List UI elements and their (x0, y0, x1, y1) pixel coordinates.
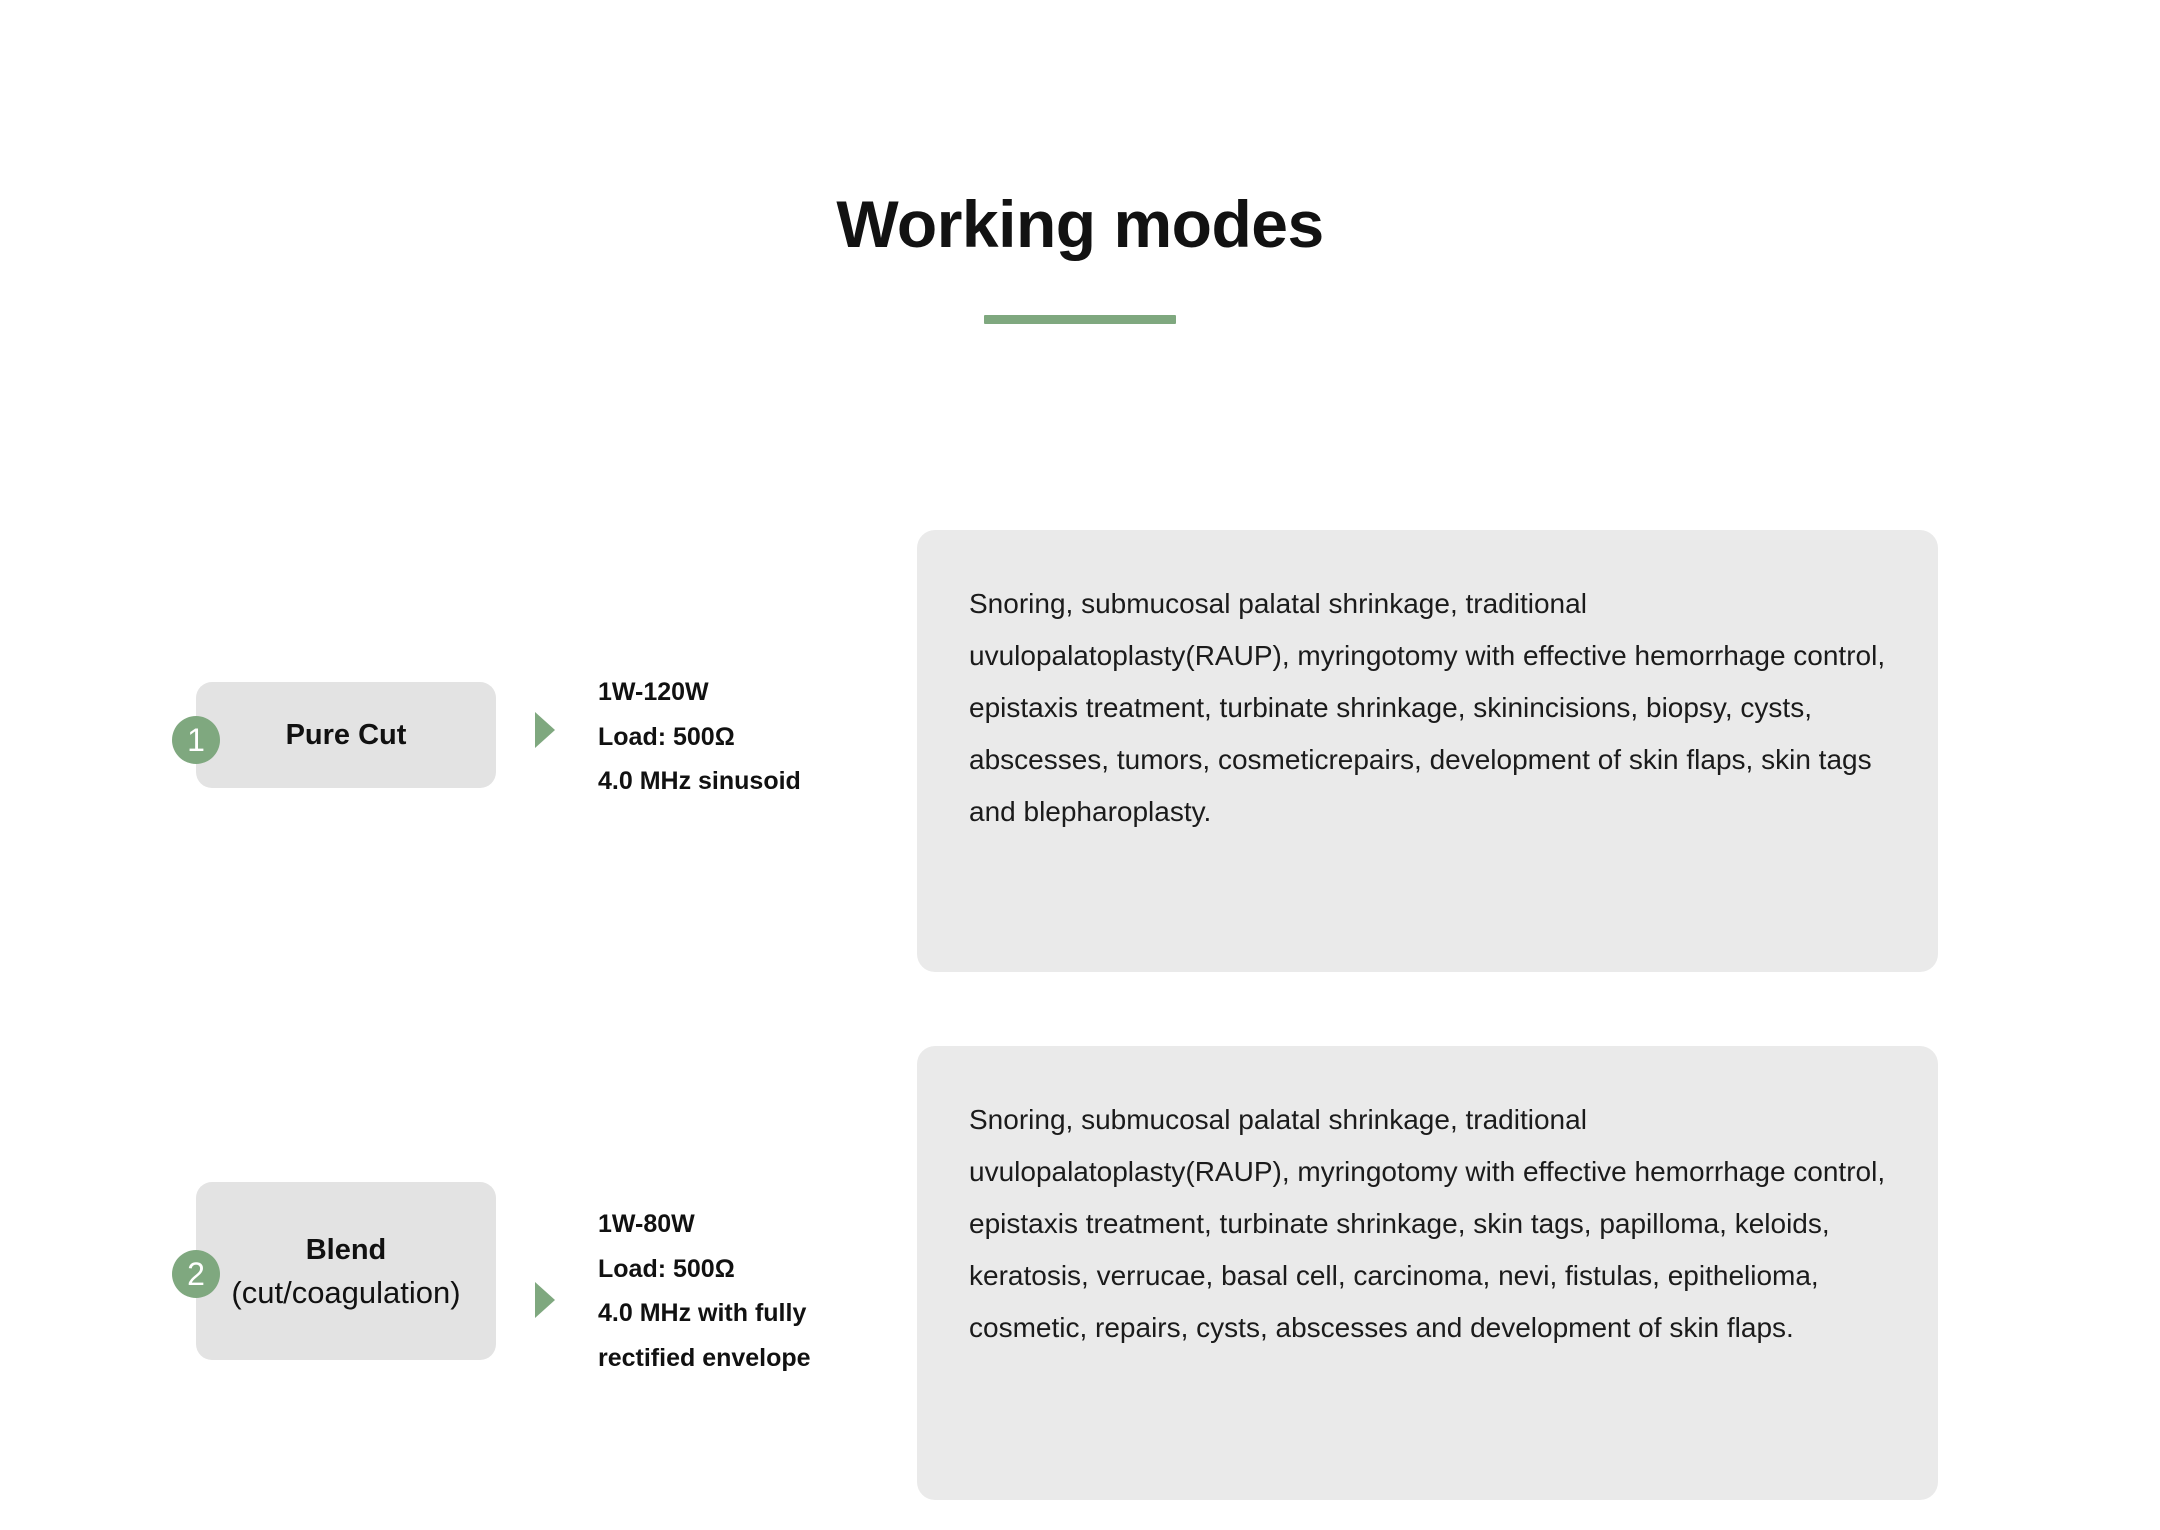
mode-number-badge-1: 1 (172, 716, 220, 764)
mode-name-1: Pure Cut (285, 718, 407, 751)
page-title: Working modes (836, 187, 1324, 261)
mode-spec-line: 4.0 MHz with fully (598, 1299, 807, 1327)
mode-chip-wrapper-1: Pure Cut 1 (172, 682, 496, 788)
mode-row-2: Blend (cut/coagulation) 2 1W-80W Load: 5… (0, 1046, 2160, 1500)
mode-spec-line: Load: 500Ω (598, 722, 735, 751)
mode-spec-line: 1W-80W (598, 1210, 695, 1238)
mode-description-panel-2: Snoring, submucosal palatal shrinkage, t… (917, 1046, 1938, 1500)
page-header: Working modes (0, 187, 2160, 325)
mode-spec-line: rectified envelope (598, 1343, 811, 1372)
mode-subtitle-2: (cut/coagulation) (231, 1275, 461, 1311)
mode-label-chip-2[interactable]: Blend (cut/coagulation) (196, 1182, 496, 1360)
mode-description-text-1: Snoring, submucosal palatal shrinkage, t… (969, 588, 1886, 828)
triangle-right-icon (535, 712, 555, 748)
mode-number-badge-2: 2 (172, 1250, 220, 1298)
mode-spec-line: Load: 500Ω (598, 1254, 735, 1283)
mode-name-2: Blend (305, 1234, 387, 1267)
mode-spec-line: 4.0 MHz sinusoid (598, 767, 801, 795)
triangle-right-icon (535, 1282, 555, 1318)
mode-label-chip-1[interactable]: Pure Cut (196, 682, 496, 788)
mode-spec-1: 1W-120W Load: 500Ω 4.0 MHz sinusoid (598, 670, 801, 804)
title-underline-rule (984, 315, 1176, 325)
mode-spec-2: 1W-80W Load: 500Ω 4.0 MHz with fully rec… (598, 1202, 811, 1380)
mode-chip-wrapper-2: Blend (cut/coagulation) 2 (172, 1182, 496, 1360)
mode-spec-line: 1W-120W (598, 678, 709, 706)
mode-description-panel-1: Snoring, submucosal palatal shrinkage, t… (917, 530, 1938, 972)
mode-description-text-2: Snoring, submucosal palatal shrinkage, t… (969, 1104, 1886, 1344)
mode-row-1: Pure Cut 1 1W-120W Load: 500Ω 4.0 MHz si… (0, 530, 2160, 972)
